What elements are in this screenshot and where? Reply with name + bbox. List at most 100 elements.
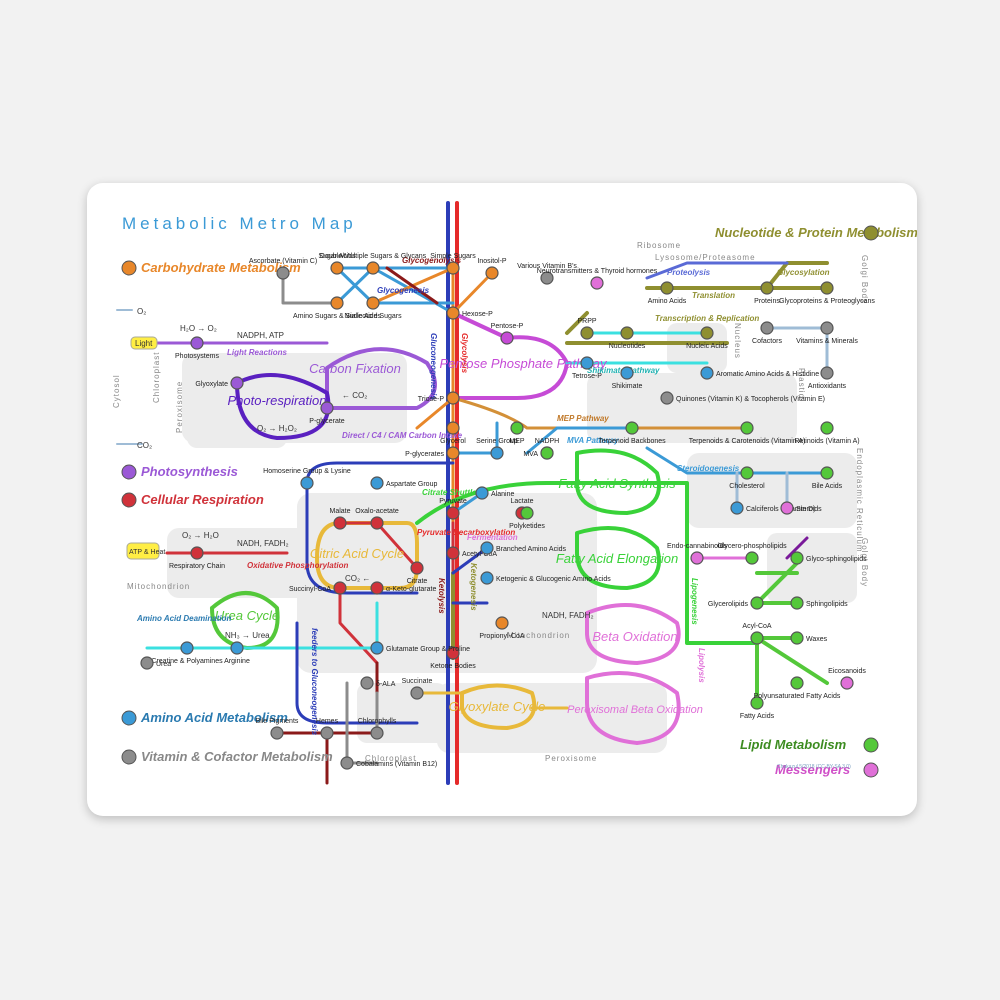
line-lipids-right bbox=[755, 561, 829, 705]
station-shikimate bbox=[620, 366, 634, 380]
legend-label-nucleotide: Nucleotide & Protein Metabolism bbox=[715, 225, 917, 240]
station-propionyl-coa bbox=[495, 616, 509, 630]
station-label-branched-amino-acids: Branched Amino Acids bbox=[496, 546, 567, 553]
legend-dot-respiration bbox=[121, 492, 137, 508]
station-label-proteins: Proteins bbox=[754, 298, 780, 305]
station-proteins bbox=[760, 281, 774, 295]
station-label-simple-sugars: Simple Sugars bbox=[430, 253, 476, 260]
station-chlorophylls bbox=[370, 726, 384, 740]
station-homoserine-group-lysine bbox=[300, 476, 314, 490]
pathway-steroidogenesis: Steroidogenesis bbox=[677, 464, 740, 473]
cycle-citric: Citric Acid Cycle bbox=[310, 546, 404, 561]
station-label-quinones-vitamin-k-tocopherols-vitamin-e: Quinones (Vitamin K) & Tocopherols (Vita… bbox=[676, 396, 825, 403]
line-beta-oxidation bbox=[585, 603, 681, 665]
station-malate bbox=[333, 516, 347, 530]
station-succinyl-coa bbox=[333, 581, 347, 595]
line-urea-cycle bbox=[210, 591, 280, 650]
label-chloroplast: Chloroplast bbox=[152, 352, 161, 403]
label-nadph-atp: NADPH, ATP bbox=[237, 331, 284, 340]
label-co2-tca: CO₂ ← bbox=[345, 574, 370, 583]
station-label-hexose-p: Hexose-P bbox=[462, 311, 493, 318]
station-fatty-acids bbox=[750, 696, 764, 710]
station-label-acyl-coa: Acyl-CoA bbox=[742, 623, 772, 630]
station-label-bile-acids: Bile Acids bbox=[812, 483, 843, 490]
pathway-oxphos: Oxidative Phosphorylation bbox=[247, 561, 348, 570]
station-eicosanoids bbox=[840, 676, 854, 690]
station-photosystems bbox=[190, 336, 204, 350]
line-mva bbox=[525, 426, 639, 455]
station-various-vitamin-b-s bbox=[540, 271, 554, 285]
station-succinate bbox=[410, 686, 424, 700]
station-mep bbox=[510, 421, 524, 435]
label-lysosome: Lysosome/Proteasome bbox=[655, 253, 756, 262]
legend-label-vitamin: Vitamin & Cofactor Metabolism bbox=[141, 749, 333, 764]
legend-dot-lipid bbox=[863, 737, 879, 753]
pathway-deamination: Amino Acid Deamination bbox=[136, 614, 231, 623]
station-aspartate-group bbox=[370, 476, 384, 490]
label-plastid: Plastid bbox=[797, 368, 806, 399]
legend-label-messenger: Messengers bbox=[775, 762, 850, 777]
station-sphingolipids bbox=[790, 596, 804, 610]
line-ascorbate bbox=[281, 271, 339, 305]
legend-label-amino: Amino Acid Metabolism bbox=[140, 710, 288, 725]
station-label-p-glycerates: P-glycerates bbox=[405, 451, 444, 458]
station-label-oxalo-acetate: Oxalo-acetate bbox=[355, 508, 399, 515]
station-label-ascorbate-vitamin-c: Ascorbate (Vitamin C) bbox=[249, 258, 317, 265]
label-co2-left: CO₂ bbox=[137, 441, 152, 450]
label-mitochondrion-2: Mitochondrion bbox=[507, 631, 570, 640]
station-calciferols-vitamin-d bbox=[730, 501, 744, 515]
pathway-mva: MVA Pathway bbox=[567, 436, 619, 445]
line-steroidogenesis bbox=[645, 446, 829, 475]
station-p-glycerates bbox=[446, 446, 460, 460]
station-label-p-glycerate: P-glycerate bbox=[309, 418, 345, 425]
station-branched-amino-acids bbox=[480, 541, 494, 555]
station-respiratory-chain bbox=[190, 546, 204, 560]
metro-map-sticker: Metabolic Metro Map Cytosol Chloroplast … bbox=[87, 183, 917, 816]
station-nucleotide-sugars bbox=[366, 296, 380, 310]
station-label-cofactors: Cofactors bbox=[752, 338, 782, 345]
station-label-vitamins-minerals: Vitamins & Minerals bbox=[796, 338, 858, 345]
station-label-prpp: PRPP bbox=[577, 318, 596, 325]
metro-map-canvas: Metabolic Metro Map Cytosol Chloroplast … bbox=[112, 201, 917, 785]
station-glycerolipids bbox=[750, 596, 764, 610]
cycle-glyoxylate: Glyoxylate Cycle bbox=[449, 699, 546, 714]
label-nh3-urea: NH₃ → Urea bbox=[225, 631, 270, 640]
station-label-terpenoid-backbones: Terpenoid Backbones bbox=[598, 438, 666, 445]
station-label-ketogenic-glucogenic-amino-acids: Ketogenic & Glucogenic Amino Acids bbox=[496, 576, 611, 583]
station-label-glyoxylate: Glyoxylate bbox=[195, 381, 228, 388]
station-label-fatty-acids: Fatty Acids bbox=[740, 713, 775, 720]
legend-dot-carbohydrate bbox=[121, 260, 137, 276]
label-ribosome: Ribosome bbox=[637, 241, 681, 250]
station-label-respiratory-chain: Respiratory Chain bbox=[169, 563, 225, 570]
station-label-shikimate: Shikimate bbox=[612, 383, 643, 390]
station-retinoids-vitamin-a bbox=[820, 421, 834, 435]
station-label-chlorophylls: Chlorophylls bbox=[358, 718, 397, 725]
cycle-urea: Urea Cycle bbox=[215, 608, 279, 623]
label-o2-h2o2: O₂ → H₂O₂ bbox=[257, 424, 297, 433]
station-label-serine-group: Serine Group bbox=[476, 438, 518, 445]
line-fatty-main bbox=[415, 481, 759, 645]
station-label-double-multiple-sugars-glycans: Double/Multiple Sugars & Glycans bbox=[320, 253, 427, 260]
station-label-pyruvate: Pyruvate bbox=[439, 498, 467, 505]
station-cofactors bbox=[760, 321, 774, 335]
peroxisome-region-left bbox=[187, 368, 287, 448]
pathway-mep: MEP Pathway bbox=[557, 414, 609, 423]
line-carbon-fixation bbox=[325, 347, 437, 410]
label-co2-fix: ← CO₂ bbox=[342, 391, 367, 400]
line-peroxisomal-beta bbox=[585, 671, 681, 745]
station-neurotransmitters-thyroid-hormones bbox=[590, 276, 604, 290]
station-label-steroids: Steroids bbox=[796, 506, 822, 513]
label-golgi: Golgi Body bbox=[860, 538, 869, 587]
station-terpenoids-carotenoids-vitamin-a bbox=[740, 421, 754, 435]
station-label-alanine: Alanine bbox=[491, 491, 514, 498]
cycle-beta: Beta Oxidation bbox=[592, 629, 677, 644]
station-ketone-bodies bbox=[446, 646, 460, 660]
station-label-photosystems: Photosystems bbox=[175, 353, 219, 360]
station-aromatic-amino-acids-histidine bbox=[700, 366, 714, 380]
station-label-glycero-phospholipids: Glycero-phospholipids bbox=[717, 543, 787, 550]
line-mep bbox=[451, 396, 749, 430]
station-prpp bbox=[580, 326, 594, 340]
label-nadh-fadh: NADH, FADH₂ bbox=[237, 539, 289, 548]
station-nucleic-acids bbox=[700, 326, 714, 340]
station-label-aspartate-group: Aspartate Group bbox=[386, 481, 437, 488]
